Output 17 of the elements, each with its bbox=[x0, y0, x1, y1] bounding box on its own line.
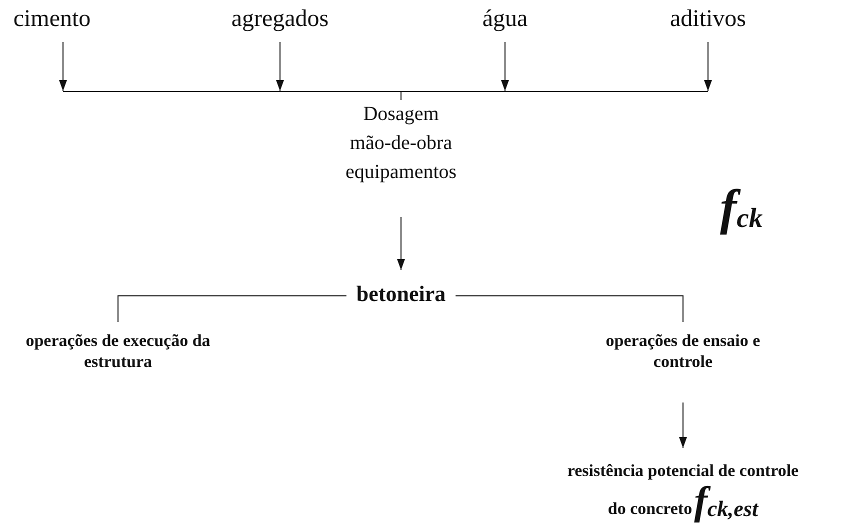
process-label: operações de execução da estrutura bbox=[0, 330, 238, 372]
input-label: cimento bbox=[13, 4, 91, 34]
process-label: betoneira bbox=[356, 280, 446, 308]
input-label: aditivos bbox=[670, 4, 746, 34]
arrow bbox=[59, 42, 67, 92]
process-label: operações de ensaio e controle bbox=[588, 330, 778, 372]
arrow bbox=[501, 42, 509, 92]
arrow bbox=[397, 216, 405, 270]
arrow bbox=[679, 402, 687, 448]
arrow bbox=[276, 42, 284, 92]
connector-line bbox=[118, 295, 347, 322]
connector-line bbox=[400, 92, 402, 100]
connector-line bbox=[455, 295, 684, 322]
arrow bbox=[704, 42, 712, 92]
input-label: agregados bbox=[231, 4, 329, 34]
input-label: água bbox=[482, 4, 528, 34]
process-text: Dosagem mão-de-obra equipamentos bbox=[342, 100, 460, 187]
